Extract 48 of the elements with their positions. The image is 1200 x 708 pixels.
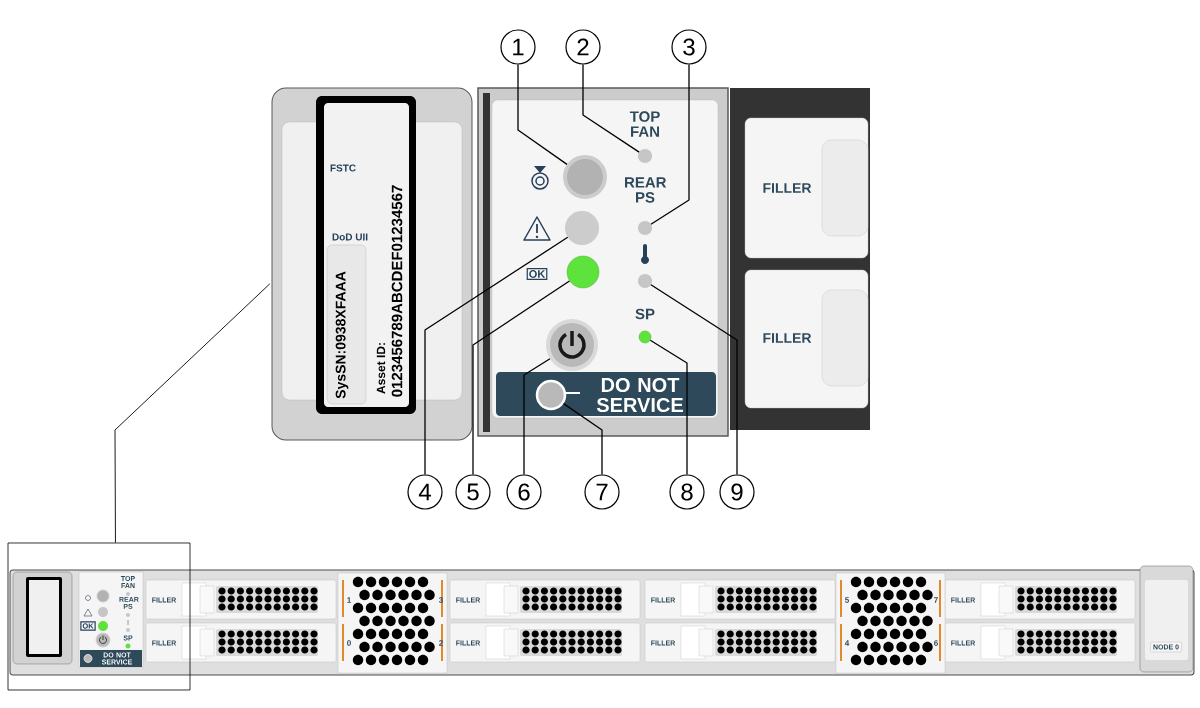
callout-number: 3 — [671, 29, 707, 65]
ok-sign: OK — [526, 268, 548, 280]
leader-line — [650, 284, 738, 476]
callout-number: 2 — [565, 29, 601, 65]
asset-id: 0123456789ABCDEF01234567 — [391, 185, 403, 397]
serial-number: SysSN:0938XFAAA — [335, 271, 349, 399]
bay-number: 4 — [844, 640, 850, 646]
status-led — [637, 148, 653, 164]
callout-number: 6 — [506, 474, 542, 510]
bay-number: 2 — [439, 640, 443, 646]
label-text: FSTC — [330, 164, 356, 172]
callout-number: 8 — [669, 474, 705, 510]
bay-number: 5 — [845, 597, 849, 603]
indicator-label: DO NOT SERVICE — [596, 377, 683, 413]
leader-line — [472, 280, 571, 476]
led-label: SP — [635, 308, 655, 320]
indicator-button — [535, 379, 567, 411]
status-led — [637, 273, 653, 289]
detail-frame — [7, 542, 191, 691]
fault-led — [564, 210, 600, 246]
leader-line — [562, 402, 603, 476]
bay-number: 7 — [934, 597, 938, 603]
leader-line — [114, 283, 271, 544]
leader-line — [424, 236, 569, 476]
callout-number: 1 — [500, 29, 536, 65]
leader-line — [582, 63, 640, 153]
panel-closeup-drawing — [271, 87, 870, 441]
callout-number: 5 — [455, 474, 491, 510]
bay-number: 0 — [347, 640, 351, 646]
bay-number: 1 — [347, 597, 351, 603]
filler-label: FILLER — [763, 183, 812, 193]
ok-led — [566, 255, 600, 289]
bay-number: 3 — [438, 597, 443, 603]
bay-number: 6 — [934, 640, 938, 646]
filler-label: FILLER — [763, 333, 812, 343]
leader-line — [649, 339, 688, 476]
status-led — [637, 220, 653, 236]
leader-line — [650, 63, 690, 225]
callout-number: 7 — [584, 474, 620, 510]
leader-line — [517, 63, 568, 165]
label-text: Asset ID: — [376, 343, 386, 394]
callout-number: 9 — [719, 474, 755, 510]
led-label: TOP FAN — [629, 111, 660, 137]
callout-number: 4 — [407, 474, 443, 510]
status-led — [638, 330, 652, 344]
label-text: DoD UII — [332, 233, 368, 241]
leader-line — [523, 358, 551, 476]
led-label: REAR PS — [625, 177, 667, 203]
